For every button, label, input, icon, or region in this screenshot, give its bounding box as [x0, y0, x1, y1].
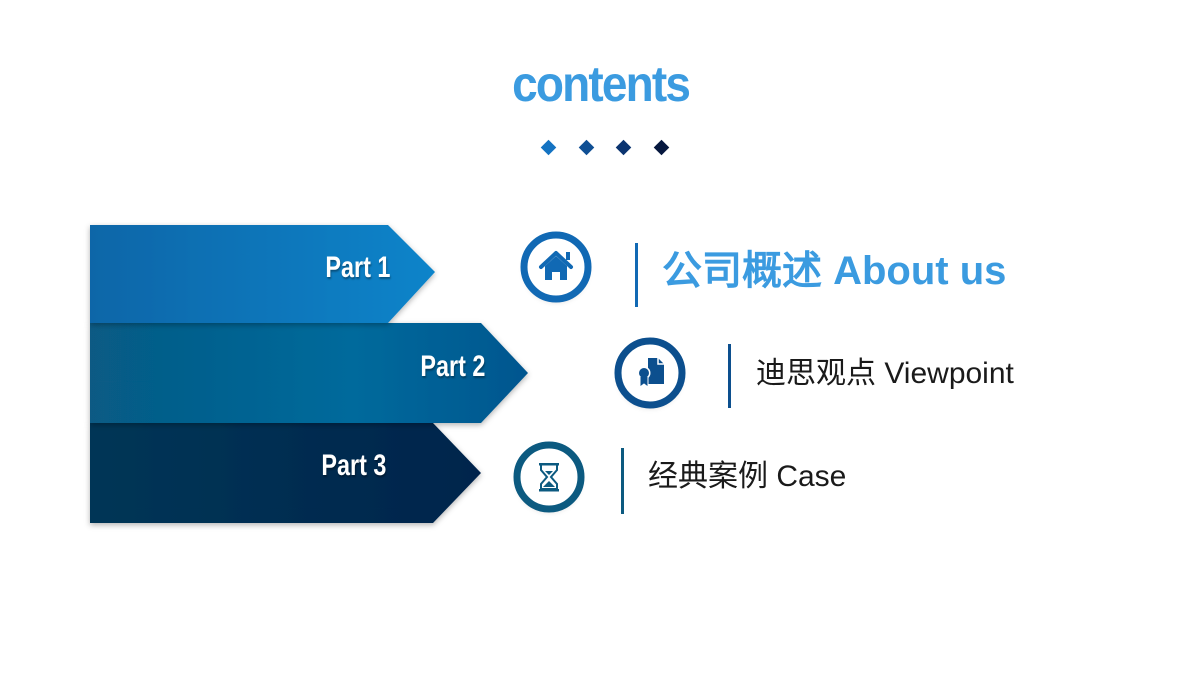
- part-1-arrow: [90, 225, 435, 323]
- part-1-label: Part 1: [324, 251, 390, 284]
- part-2-label: Part 2: [419, 350, 485, 383]
- certificate-document-icon: [614, 337, 686, 409]
- part-2-arrow: [90, 323, 528, 423]
- home-icon: [520, 231, 592, 303]
- part-1-divider: [635, 243, 638, 307]
- part-3-icon-ring: [513, 441, 585, 513]
- part-1-icon-ring: [520, 231, 592, 303]
- part-3-divider: [621, 448, 624, 514]
- part-1-title[interactable]: 公司概述 About us: [662, 249, 1007, 293]
- part-2-icon-ring: [614, 337, 686, 409]
- part-3-title[interactable]: 经典案例 Case: [648, 460, 847, 493]
- part-2-title[interactable]: 迪思观点 Viewpoint: [756, 357, 1014, 390]
- hourglass-icon: [513, 441, 585, 513]
- part-3-arrow: [90, 423, 481, 523]
- part-2-divider: [728, 344, 731, 408]
- part-3-label: Part 3: [320, 449, 386, 482]
- page-title: contents: [512, 56, 691, 112]
